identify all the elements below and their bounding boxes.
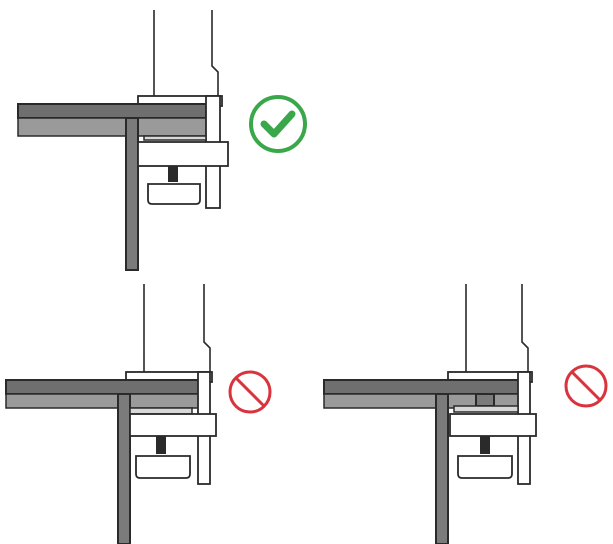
check-circle-icon: [249, 95, 307, 153]
desk-top: [17, 103, 207, 119]
desk-leg: [125, 117, 139, 271]
clamp-knob: [135, 455, 191, 479]
monitor-pole: [153, 10, 219, 96]
clamp-screw: [480, 436, 490, 454]
monitor-pole: [143, 284, 211, 372]
clamp-lower-jaw: [129, 413, 217, 437]
desk-leg: [117, 393, 131, 544]
desk-edge: [17, 117, 207, 137]
clamp-pad: [453, 405, 519, 413]
clamp-lower-jaw: [449, 413, 537, 437]
clamp-knob: [147, 183, 201, 205]
clamp-panel-wrong-1: [5, 284, 272, 544]
monitor-pole: [465, 284, 529, 372]
clamp-panel-correct: [17, 10, 307, 271]
clamp-screw: [156, 436, 166, 454]
clamp-screw: [168, 166, 178, 182]
clamp-knob: [457, 455, 513, 479]
clamp-pad: [143, 135, 207, 141]
prohibited-icon: [228, 370, 272, 414]
desk-edge: [5, 393, 203, 409]
desk-leg: [435, 393, 449, 544]
clamp-lower-jaw: [137, 141, 229, 167]
prohibited-icon: [564, 364, 608, 408]
clamp-panel-wrong-2: [323, 284, 608, 544]
desk-top: [323, 379, 521, 395]
desk-top: [5, 379, 203, 395]
spacer-block: [475, 393, 495, 407]
